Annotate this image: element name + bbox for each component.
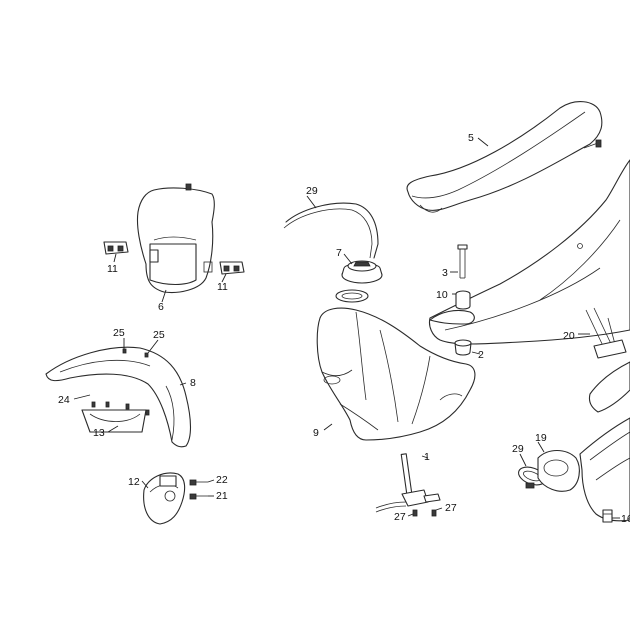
callout-8: 8: [190, 377, 196, 389]
headlight-bracket-right: [203, 261, 245, 275]
seat-bolt: [583, 139, 602, 149]
callout-6: 6: [158, 301, 164, 313]
cap-16: [602, 509, 613, 523]
cap-gasket: [335, 289, 369, 303]
callout-20: 20: [563, 330, 575, 342]
callout-29-clamp: 29: [512, 443, 524, 455]
bolt-22: [189, 479, 208, 486]
leader-lines: [73, 137, 620, 519]
side-panel-part: [428, 159, 630, 345]
bracket-20: [585, 307, 627, 359]
headlight-mask-part: [136, 183, 215, 294]
seat-part: [406, 101, 603, 213]
callout-21: 21: [216, 490, 228, 502]
callout-3: 3: [442, 267, 448, 279]
callout-2: 2: [478, 349, 484, 361]
spacer-10: [455, 290, 471, 310]
grommet-2: [454, 339, 472, 356]
fender-flap: [429, 309, 475, 325]
callout-25-right: 25: [153, 329, 165, 341]
callout-19: 19: [535, 432, 547, 444]
bolt-21: [189, 493, 208, 500]
callout-22: 22: [216, 474, 228, 486]
callout-16: 16: [621, 513, 630, 525]
air-box-cover: [588, 361, 630, 413]
headlight-bracket-left: [103, 241, 129, 255]
fuel-tap-part: [375, 453, 441, 517]
callout-25-left: 25: [113, 327, 125, 339]
callout-27-left: 27: [394, 511, 406, 523]
air-box-part: [579, 417, 630, 522]
callout-labels: 5 29 7 3 10 2 9 1 27 27 6 11 11 8 24 13 …: [58, 132, 630, 525]
callout-9: 9: [313, 427, 319, 439]
fuel-cap-part: [341, 260, 383, 284]
intake-boot-19: [537, 449, 580, 492]
front-fender-part: [45, 346, 192, 448]
callout-12: 12: [128, 476, 140, 488]
vent-hose-29: [283, 202, 379, 259]
disc-guard-part: [143, 472, 186, 525]
callout-10: 10: [436, 289, 448, 301]
callout-11-right: 11: [217, 281, 228, 293]
callout-1: 1: [424, 451, 430, 463]
callout-13: 13: [93, 427, 105, 439]
fuel-tank-part: [316, 307, 476, 441]
callout-24: 24: [58, 394, 70, 406]
fender-bracket-13: [81, 401, 150, 433]
callout-11-left: 11: [107, 263, 118, 275]
callout-7: 7: [336, 247, 342, 259]
callout-29-hose: 29: [306, 185, 318, 197]
bolt-3: [457, 244, 468, 279]
callout-27-right: 27: [445, 502, 457, 514]
callout-5: 5: [468, 132, 474, 144]
